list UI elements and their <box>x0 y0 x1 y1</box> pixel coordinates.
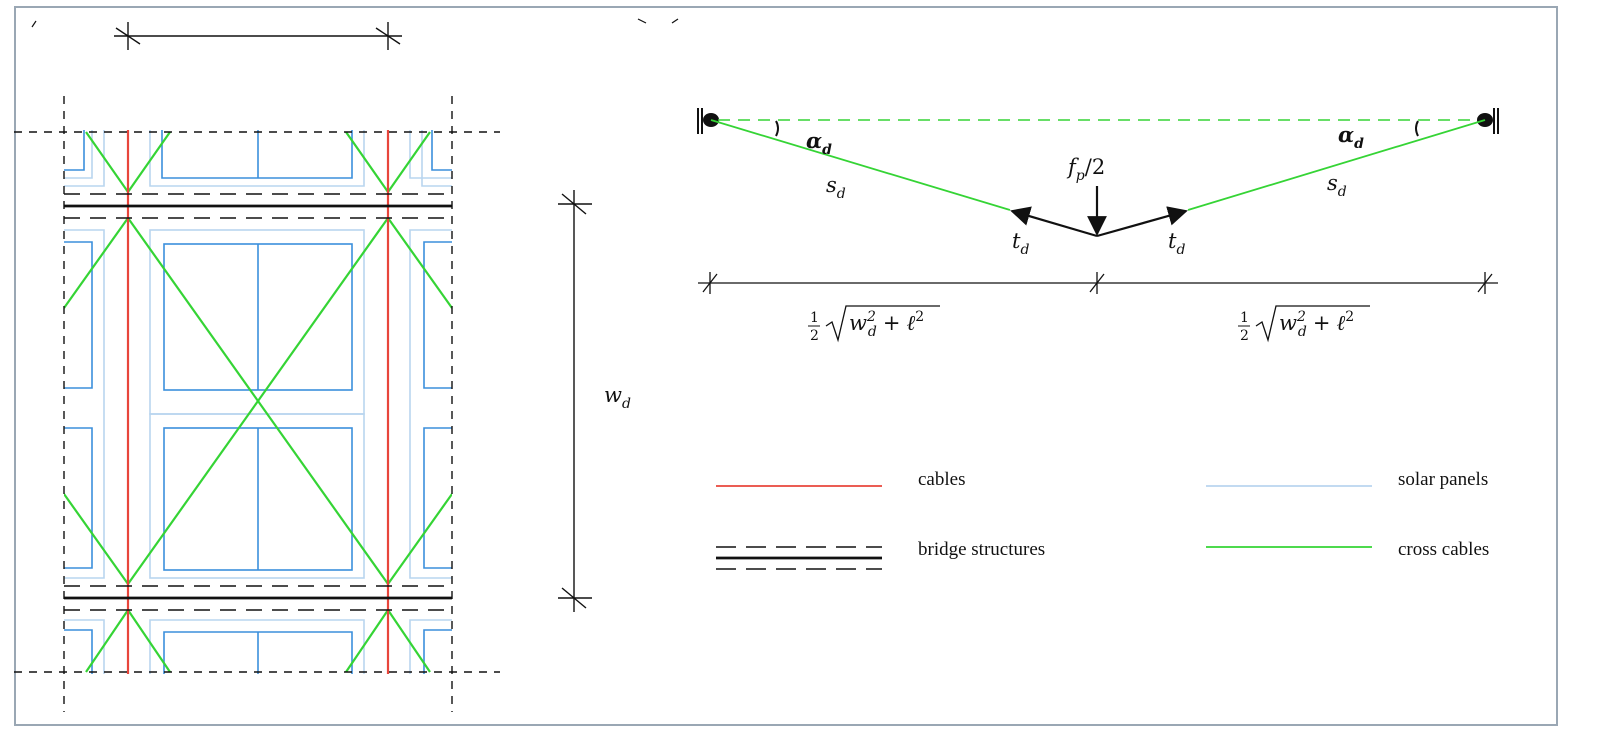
legend-item-cables: cables <box>716 469 965 490</box>
t-right-label: td <box>1168 229 1185 258</box>
svg-text:1: 1 <box>1240 310 1249 326</box>
alpha-left-label: αd <box>806 128 832 158</box>
crop-marks <box>31 18 679 28</box>
legend-label-bridge: bridge structures <box>918 539 1045 560</box>
width-dimension <box>558 190 592 612</box>
svg-text:2: 2 <box>810 328 819 344</box>
bridge-structures <box>64 193 452 611</box>
cross-cables <box>64 131 452 673</box>
t-left-label: td <box>1012 229 1029 258</box>
top-dimension <box>114 22 402 50</box>
svg-text:w2d+ℓ2: w2d+ℓ2 <box>1279 309 1354 340</box>
width-label: wd <box>604 383 631 412</box>
plan-boundaries <box>14 96 500 712</box>
svg-text:1: 1 <box>810 310 819 326</box>
span-dimension <box>698 272 1498 294</box>
legend-label-cross: cross cables <box>1398 539 1489 560</box>
force-label: fp/2 <box>1066 155 1105 184</box>
s-right-label: sd <box>1327 171 1347 200</box>
legend-item-solar: solar panels <box>1206 469 1488 490</box>
cables <box>126 130 390 674</box>
legend-item-cross: cross cables <box>1206 539 1489 560</box>
angle-marks <box>775 120 1419 137</box>
figure-frame <box>14 6 1558 726</box>
legend: cables solar panels bridge structures cr… <box>716 469 1489 570</box>
tension-arrows <box>1010 206 1188 238</box>
s-left-label: sd <box>826 173 846 202</box>
solar-panels <box>64 130 452 674</box>
plan-view: wd <box>14 18 679 712</box>
sagging-cable <box>710 119 1486 211</box>
legend-label-solar: solar panels <box>1398 469 1488 490</box>
svg-text:w2d+ℓ2: w2d+ℓ2 <box>849 309 924 340</box>
legend-swatch-bridge <box>716 546 882 570</box>
svg-text:2: 2 <box>1240 328 1249 344</box>
alpha-right-label: αd <box>1338 122 1364 152</box>
legend-label-cables: cables <box>918 469 965 490</box>
legend-item-bridge: bridge structures <box>716 539 1045 570</box>
